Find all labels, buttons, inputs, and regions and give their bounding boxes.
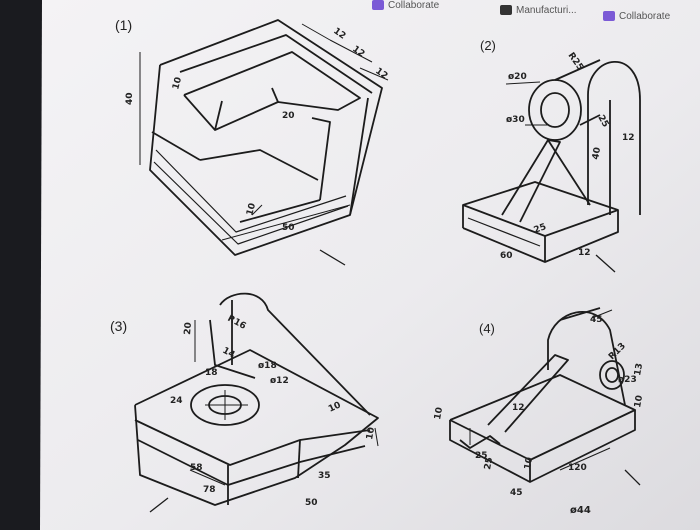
svg-text:40: 40: [125, 92, 135, 105]
tab-label: Collaborate: [388, 0, 440, 11]
footer-dimension: ø44: [570, 505, 591, 516]
figure-label-2: (2): [480, 38, 496, 53]
svg-text:13: 13: [633, 362, 645, 376]
svg-text:12: 12: [578, 248, 591, 258]
svg-text:12: 12: [622, 133, 635, 143]
svg-text:25: 25: [533, 222, 548, 236]
figure-dimension-marks: 10 40 20 10 50 12 12 12 ø20 ø30 R25 25 4…: [125, 26, 645, 508]
figure-label-1: (1): [115, 17, 133, 33]
svg-text:10: 10: [171, 76, 184, 91]
svg-text:ø23: ø23: [618, 375, 637, 385]
svg-text:45: 45: [510, 488, 523, 498]
svg-text:ø20: ø20: [508, 72, 527, 82]
svg-text:40: 40: [591, 146, 603, 160]
svg-text:10: 10: [523, 456, 535, 470]
svg-text:ø18: ø18: [258, 361, 277, 371]
tab-manufacturing[interactable]: Manufacturi...: [500, 2, 577, 18]
svg-text:45: 45: [590, 315, 603, 325]
svg-text:60: 60: [500, 251, 513, 261]
collaborate-icon: [372, 0, 384, 10]
svg-text:ø30: ø30: [506, 115, 525, 125]
svg-text:25: 25: [475, 451, 488, 461]
svg-text:10: 10: [365, 426, 377, 440]
svg-text:10: 10: [245, 202, 258, 217]
figure-2-drawing: [462, 59, 641, 273]
svg-text:12: 12: [512, 403, 525, 413]
svg-text:20: 20: [183, 322, 194, 335]
svg-text:120: 120: [568, 463, 587, 473]
tab-collaborate-2[interactable]: Collaborate: [603, 8, 670, 24]
tab-collaborate-1[interactable]: Collaborate: [372, 0, 439, 13]
svg-text:10: 10: [327, 400, 343, 414]
figure-label-4: (4): [479, 321, 495, 336]
tab-label: Manufacturi...: [516, 4, 577, 16]
tab-label: Collaborate: [619, 10, 671, 22]
blackboard-icon: [500, 5, 512, 15]
svg-text:10: 10: [633, 394, 645, 408]
svg-text:50: 50: [305, 498, 318, 508]
svg-text:18: 18: [205, 368, 218, 378]
figure-3-drawing: [134, 292, 379, 513]
figure-label-3: (3): [110, 318, 128, 334]
figure-1-drawing: [139, 19, 389, 266]
svg-text:78: 78: [203, 485, 216, 495]
svg-text:25: 25: [483, 456, 495, 470]
svg-text:10: 10: [433, 406, 445, 420]
svg-text:20: 20: [282, 111, 295, 121]
svg-text:50: 50: [282, 223, 295, 233]
svg-text:58: 58: [190, 463, 203, 473]
svg-text:ø12: ø12: [270, 376, 289, 386]
svg-text:24: 24: [170, 396, 183, 406]
svg-text:35: 35: [318, 471, 331, 481]
figure-4-drawing: [449, 307, 641, 486]
collaborate-icon: [603, 11, 615, 21]
